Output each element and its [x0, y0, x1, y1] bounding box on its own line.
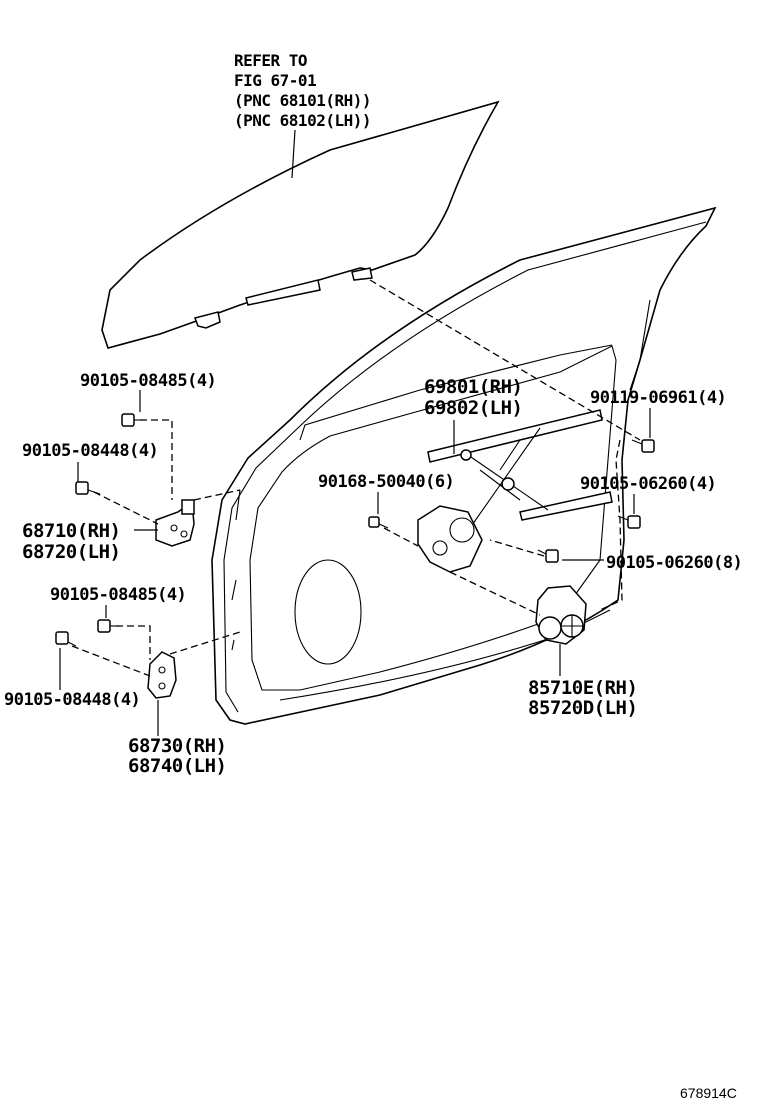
bolt-icon [55, 631, 77, 647]
label-hinge-lower-rh: 68730(RH) [128, 735, 226, 757]
label-hinge-lower-lh: 68740(LH) [128, 755, 226, 777]
door-panel [211, 206, 717, 725]
reference-line-3: (PNC 68101(RH)) [234, 91, 371, 110]
regulator-motor [535, 585, 587, 645]
label-bolt-upper-hinge-side: 90105-08448(4) [22, 441, 158, 461]
lower-hinge [147, 651, 177, 699]
label-bolt-upper-hinge: 90105-08485(4) [80, 371, 216, 391]
label-bolt-motor: 90105-06260(8) [606, 553, 742, 573]
bolt-icon [368, 516, 389, 529]
label-hinge-upper-lh: 68720(LH) [22, 541, 120, 563]
label-bolt-lower-hinge-side: 90105-08448(4) [4, 690, 140, 710]
label-hinge-upper-rh: 68710(RH) [22, 520, 120, 542]
label-regulator-rh: 69801(RH) [424, 376, 522, 398]
label-regulator-lh: 69802(LH) [424, 397, 522, 419]
label-motor-lh: 85720D(LH) [528, 697, 637, 719]
label-bolt-regulator-top: 90119-06961(4) [590, 388, 726, 408]
label-bolt-regulator-rail: 90105-06260(4) [580, 474, 716, 494]
door-glass [101, 100, 500, 349]
bolt-icon [631, 439, 655, 453]
upper-hinge [155, 499, 195, 547]
label-motor-rh: 85710E(RH) [528, 677, 637, 699]
label-bolt-lower-hinge: 90105-08485(4) [50, 585, 186, 605]
leader-lines [59, 129, 651, 736]
reference-line-1: REFER TO [234, 51, 307, 70]
reference-line-4: (PNC 68102(LH)) [234, 111, 371, 130]
reference-line-2: FIG 67-01 [234, 71, 316, 90]
figure-id: 678914C [680, 1085, 737, 1101]
bolt-icons [55, 413, 655, 647]
bolt-icon [617, 515, 641, 529]
bolt-icon [537, 549, 559, 563]
label-bolt-regulator-center: 90168-50040(6) [318, 472, 454, 492]
assembly-lines [71, 279, 641, 677]
bolt-icon [75, 481, 101, 495]
window-regulator [417, 409, 613, 573]
